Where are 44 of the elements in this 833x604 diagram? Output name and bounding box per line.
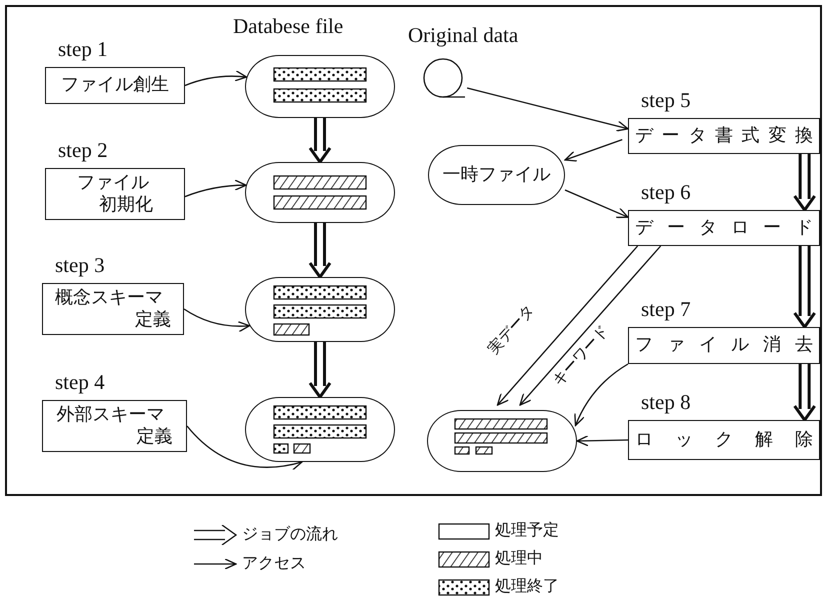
access-arrow [184, 180, 247, 198]
access-arrow [564, 189, 629, 218]
access-arrow [186, 426, 303, 470]
step-label: step 8 [641, 390, 691, 415]
access-arrow [564, 138, 622, 162]
flow-arrow [308, 222, 332, 280]
access-arrow [184, 308, 250, 332]
flow-arrow [308, 340, 332, 400]
flow-arrow [793, 152, 816, 213]
legend-text: 処理終了 [495, 576, 559, 597]
flow-arrow [793, 362, 816, 423]
access-arrow [466, 87, 629, 132]
node-text: データロード [635, 216, 813, 240]
step-label: step 7 [641, 297, 691, 322]
step-label: step 6 [641, 180, 691, 205]
node-text: ファイル創生 [61, 74, 169, 97]
database-file-symbol [427, 410, 577, 472]
access-arrow [184, 70, 248, 86]
node-text: 概念スキーマ定義 [55, 286, 171, 332]
node-text: 一時ファイル [442, 164, 550, 186]
flow-arrow [308, 116, 332, 165]
node-text: 外部スキーマ定義 [56, 404, 172, 448]
access-arrow [496, 246, 638, 406]
step-label: step 1 [58, 37, 108, 62]
access-arrow [576, 435, 628, 446]
file-symbol [428, 145, 565, 205]
node-text: ファイル消去 [635, 334, 813, 357]
node-text: ロック解除 [635, 428, 813, 452]
access-arrow [574, 363, 628, 426]
flow-arrow [793, 244, 816, 330]
step-label: step 2 [58, 138, 108, 163]
node-text: データ書式変換 [635, 124, 813, 148]
legend-text: 処理予定 [495, 520, 559, 541]
legend-text: アクセス [242, 553, 306, 574]
legend-text: ジョブの流れ [242, 524, 338, 545]
column-heading: Databese file [233, 14, 344, 39]
step-label: step 3 [55, 253, 105, 278]
step-label: step 4 [55, 370, 105, 395]
database-file-symbol [245, 277, 395, 342]
step-label: step 5 [641, 88, 691, 113]
legend-text: 処理中 [495, 548, 543, 569]
node-caption: Original data [408, 23, 518, 48]
access-arrow [519, 246, 662, 406]
node-text: ファイル初期化 [77, 172, 153, 216]
